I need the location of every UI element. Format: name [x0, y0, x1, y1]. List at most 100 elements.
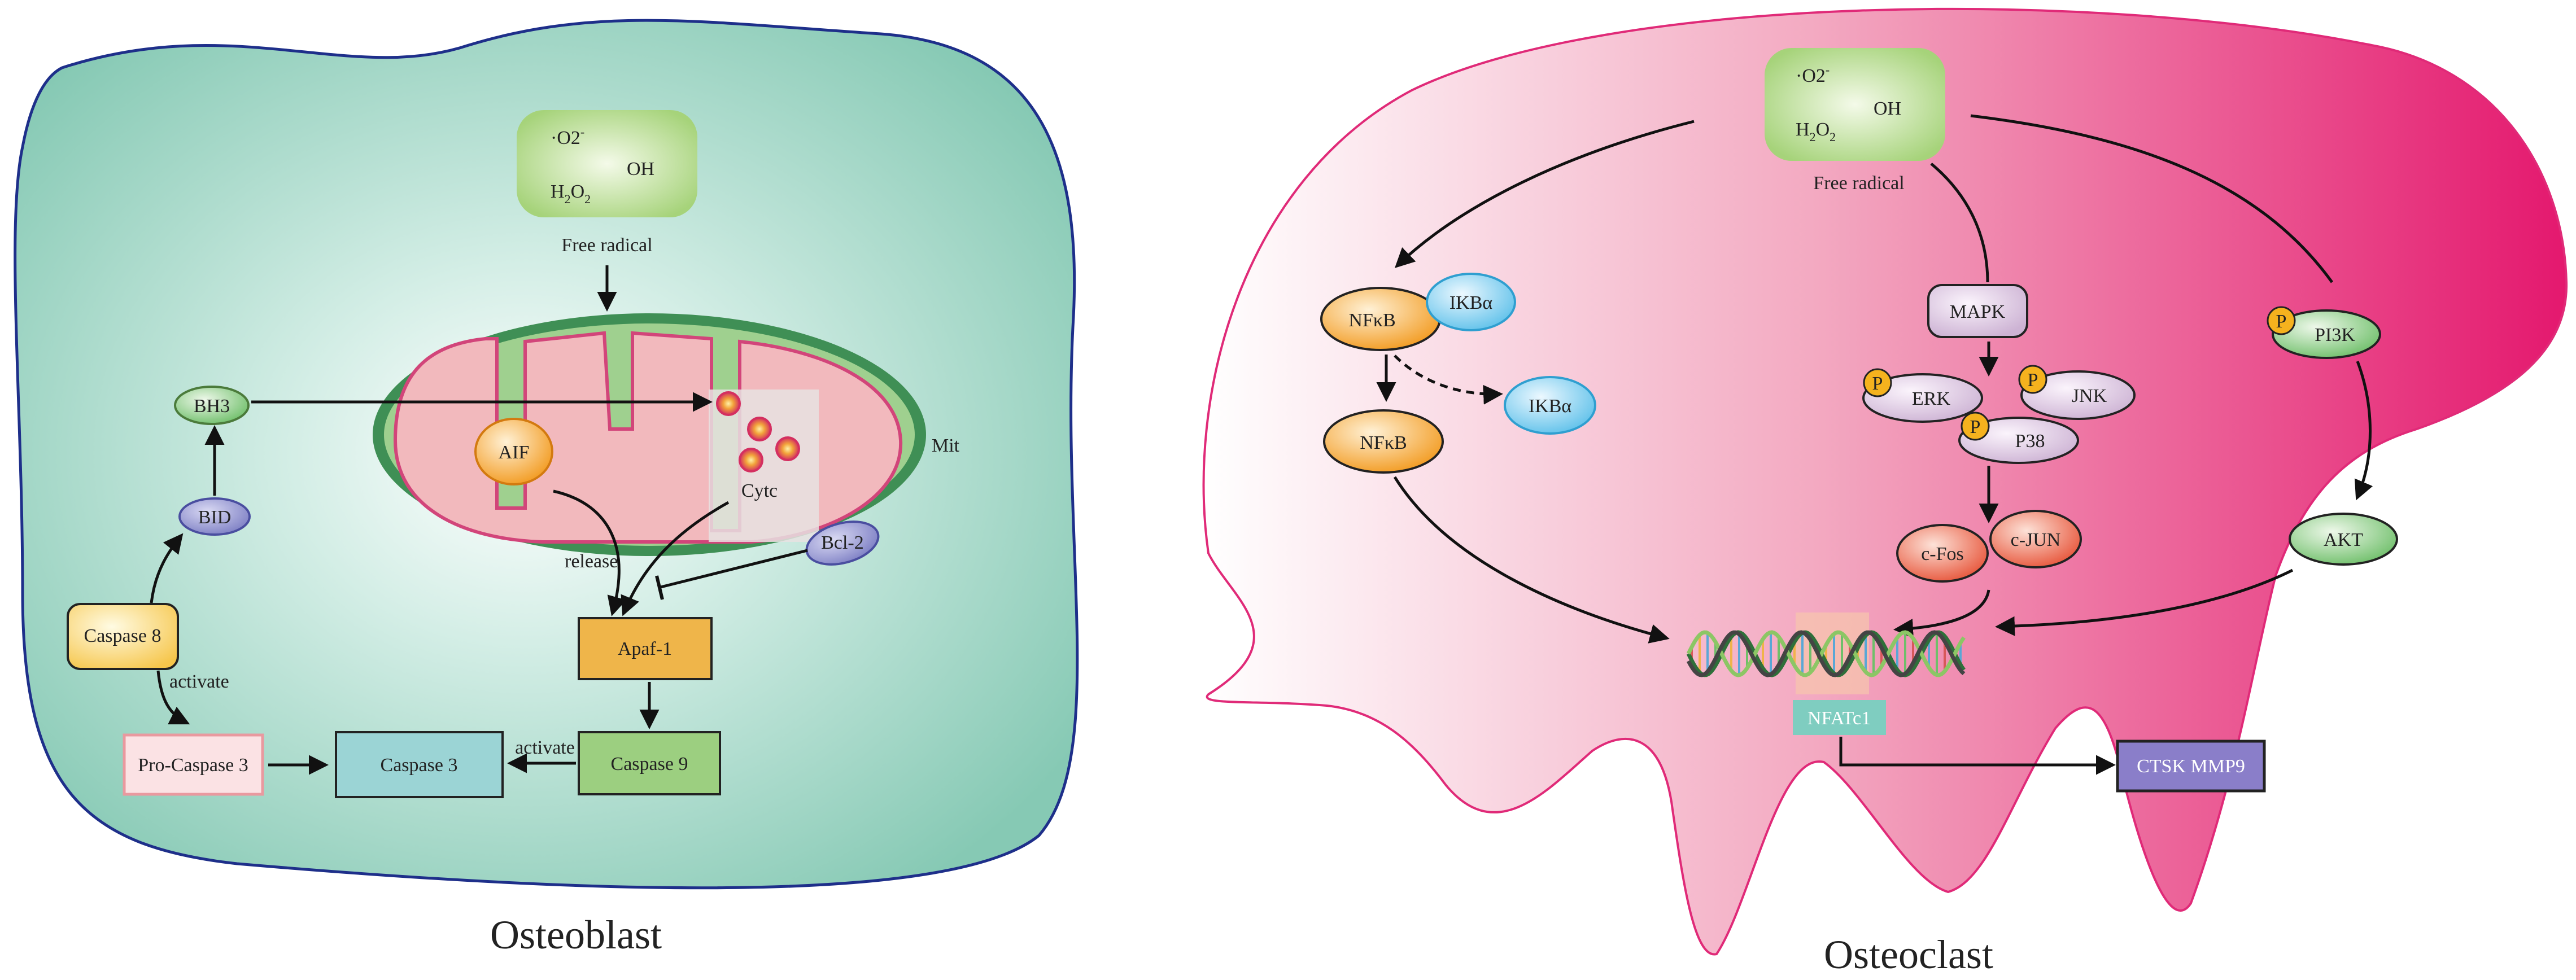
ikba-label-2: IKBα	[1529, 396, 1572, 417]
arrow-nfatc1-to-targets	[1839, 737, 2116, 775]
mapk-node	[1927, 284, 2028, 338]
ros-h: H	[551, 181, 565, 202]
nfkb-node-2	[1323, 409, 1444, 474]
dna-strand	[1686, 630, 1966, 677]
osteoclast-cell	[1202, 7, 2568, 956]
cytc-dot	[775, 436, 800, 461]
ros-h-sub: 2	[1810, 130, 1816, 144]
procaspase3-node	[123, 733, 264, 796]
akt-node	[2289, 513, 2398, 566]
ros-o2-sup: -	[580, 125, 584, 139]
jnk-label: JNK	[2072, 386, 2107, 406]
jnk-node	[2020, 370, 2136, 420]
caspase8-label: Caspase 8	[84, 625, 161, 646]
free-radical-osteoblast: ·O2- OH H2O2 Free radical	[517, 110, 697, 256]
targets-node	[2116, 740, 2266, 793]
free-radical-label: Free radical	[1813, 173, 1904, 194]
ros-o-sub: 2	[584, 192, 591, 206]
nfatc1-box	[1793, 700, 1886, 735]
arrow-ros-to-nfkb	[1394, 120, 1695, 268]
apaf1-label: Apaf-1	[618, 638, 672, 659]
apaf1-node	[578, 617, 713, 680]
procaspase3-label: Pro-Caspase 3	[138, 755, 248, 776]
caspase3-node	[335, 731, 504, 798]
arrow-ros-to-pi3k	[1970, 114, 2334, 283]
pi3k-node	[2272, 309, 2381, 359]
caspase9-label: Caspase 9	[611, 754, 688, 775]
erk-label: ERK	[1912, 388, 1950, 409]
nfkb-label-2: NFκB	[1360, 432, 1407, 453]
nfkb-label-1: NFκB	[1348, 310, 1395, 331]
free-radical-osteoclast: ·O2- OH H2O2 Free radical	[1765, 48, 1945, 194]
dna-helix: NFATc1	[1686, 613, 1966, 735]
ros-o2-sup: -	[1826, 63, 1830, 77]
bid-node	[178, 497, 251, 536]
arrow-cytc-release	[621, 501, 730, 616]
caspase9-node	[578, 731, 721, 795]
pi3k-label: PI3K	[2315, 325, 2355, 345]
bcl2-label: Bcl-2	[821, 532, 864, 553]
targets-label: CTSK MMP9	[2137, 756, 2245, 777]
phospho-erk-label: P	[1872, 373, 1883, 394]
aif-node	[474, 418, 553, 485]
cjun-node	[1989, 510, 2082, 568]
arrow-pi3k-to-akt	[2354, 361, 2373, 501]
ros-h-sub: 2	[565, 192, 571, 206]
arrow-akt-to-dna	[1995, 568, 2294, 636]
ros-oh: OH	[627, 159, 654, 180]
arrow-ap1-to-dna	[1893, 589, 1990, 638]
bh3-node	[174, 386, 250, 425]
arrow-nfkb-to-dna	[1393, 476, 1670, 644]
caspase8-node	[67, 603, 179, 670]
cjun-label: c-JUN	[2011, 530, 2061, 550]
caspase3-label: Caspase 3	[381, 755, 458, 776]
arrow-ros-to-mapk	[1930, 163, 1989, 283]
svg-text:H2O2: H2O2	[1796, 119, 1836, 144]
svg-text:·O2-: ·O2-	[551, 125, 584, 148]
ikba-node-1	[1426, 273, 1516, 331]
phospho-erk	[1863, 368, 1892, 397]
free-radical-label: Free radical	[561, 235, 652, 256]
mitochondrion: Mit Cytc AIF	[373, 313, 960, 556]
release-label: release	[565, 551, 618, 572]
akt-label: AKT	[2324, 530, 2363, 550]
cytc-label: Cytc	[741, 480, 778, 501]
phospho-jnk	[2018, 365, 2047, 394]
arrow-ikba-dissociate	[1394, 355, 1503, 405]
ikba-label-1: IKBα	[1449, 292, 1493, 313]
mito-label: Mit	[932, 435, 960, 456]
aif-label: AIF	[499, 442, 530, 463]
phospho-pi3k-label: P	[2276, 311, 2287, 332]
cytc-dot	[747, 417, 772, 441]
ikba-node-2	[1504, 376, 1596, 435]
osteoblast-label: Osteoblast	[490, 912, 662, 957]
ros-oh: OH	[1874, 98, 1901, 119]
cfos-label: c-Fos	[1921, 544, 1964, 565]
bcl2-node	[805, 520, 880, 566]
ros-box	[517, 110, 697, 217]
ros-o: O	[1816, 119, 1830, 140]
p38-label: P38	[2015, 431, 2045, 452]
ros-o2: O2	[557, 128, 580, 148]
cytc-dot	[739, 448, 763, 473]
ros-o: O	[571, 181, 585, 202]
mito-inner-membrane	[393, 331, 903, 544]
arrow-caspase8-to-procaspase3	[156, 670, 190, 725]
arrow-caspase8-to-bid	[150, 533, 184, 603]
phospho-p38-label: P	[1970, 417, 1981, 438]
cytc-dot	[716, 391, 741, 416]
dna-strand	[1686, 630, 1966, 677]
phospho-jnk-label: P	[2028, 370, 2038, 391]
phospho-p38	[1961, 412, 1990, 441]
ros-o2: O2	[1802, 65, 1826, 86]
svg-text:·O2-: ·O2-	[1796, 63, 1830, 86]
bid-label: BID	[198, 507, 232, 528]
inhibit-bcl2-bar	[655, 575, 664, 600]
activate-label-1: activate	[169, 671, 229, 692]
activate-label-2: activate	[515, 737, 575, 758]
ros-o-sub: 2	[1830, 130, 1836, 144]
cfos-node	[1896, 524, 1989, 583]
nfatc1-label: NFATc1	[1807, 708, 1871, 729]
arrow-aif-release	[553, 489, 627, 616]
